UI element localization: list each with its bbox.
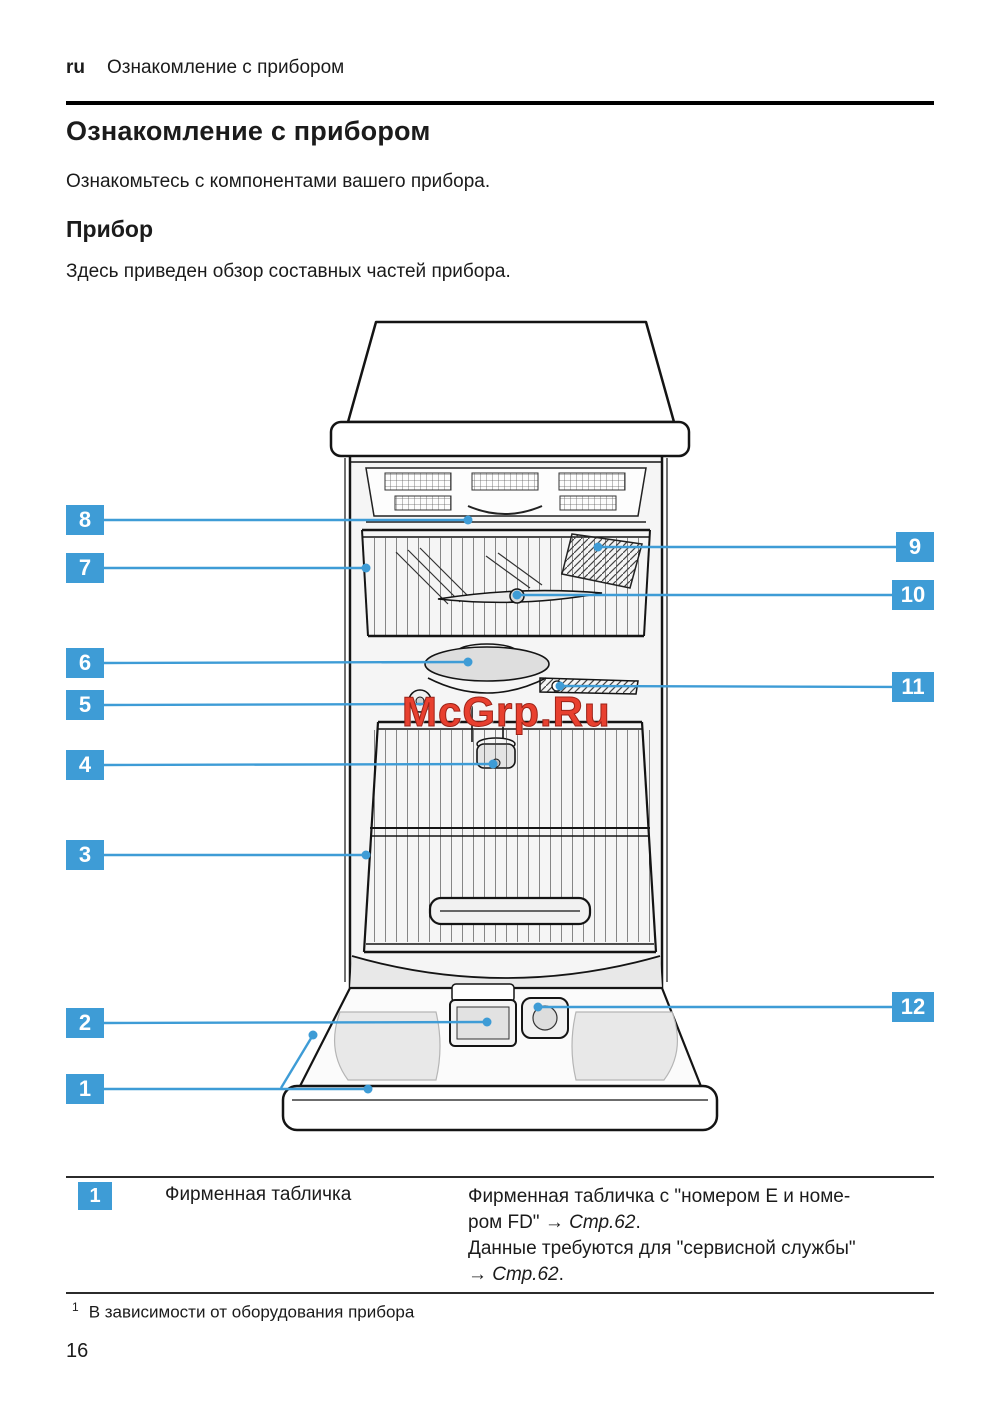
callout-pointer-6 — [103, 657, 473, 667]
rinse-aid-dispenser — [521, 997, 569, 1039]
header-rule — [66, 101, 934, 105]
appliance-diagram — [103, 320, 897, 1132]
legend-desc-line4: → — [468, 1264, 493, 1285]
footnote-text: В зависимости от оборудования прибора — [88, 1302, 415, 1322]
page-number: 16 — [66, 1340, 89, 1362]
language-tag: ru — [66, 57, 85, 78]
section-paragraph: Здесь приведен обзор составных частей пр… — [66, 261, 511, 282]
legend-number-chip: 1 — [78, 1182, 112, 1210]
callout-chip-4: 4 — [66, 750, 104, 780]
callout-chip-3: 3 — [66, 840, 104, 870]
callout-chip-6: 6 — [66, 648, 104, 678]
legend-rule-bottom — [66, 1292, 934, 1294]
callout-chip-8: 8 — [66, 505, 104, 535]
callout-chip-10: 10 — [892, 580, 934, 610]
legend-term: Фирменная табличка — [165, 1184, 352, 1205]
callout-pointer-5 — [103, 699, 433, 709]
callout-pointer-11 — [555, 681, 897, 691]
callout-chip-11: 11 — [892, 672, 934, 702]
tub-floor — [350, 955, 662, 988]
lower-basket — [362, 720, 658, 954]
watermark: McGrp.Ru — [402, 688, 611, 736]
cutlery-drawer — [365, 467, 647, 523]
callout-chip-9: 9 — [896, 532, 934, 562]
callout-chip-1: 1 — [66, 1074, 104, 1104]
running-head-title: Ознакомление с прибором — [107, 57, 345, 78]
legend-desc-line4-end: . — [558, 1264, 564, 1285]
legend-rule-top — [66, 1176, 934, 1178]
callout-chip-12: 12 — [892, 992, 934, 1022]
legend-desc-line2: ром FD" → — [468, 1212, 570, 1233]
legend-desc-line2-end: . — [635, 1212, 641, 1233]
callout-chip-5: 5 — [66, 690, 104, 720]
detergent-dispenser — [449, 983, 517, 1047]
intro-paragraph: Ознакомьтесь с компонентами вашего прибо… — [66, 171, 491, 192]
legend-desc-line1: Фирменная табличка с "номером E и номе- — [468, 1186, 851, 1207]
door-front-edge — [281, 1084, 719, 1132]
worktop — [329, 320, 691, 458]
footnote-marker: 1 — [72, 1300, 79, 1314]
callout-pointer-2 — [103, 1017, 492, 1027]
cabinet-walls — [344, 456, 668, 988]
callout-pointer-4 — [103, 759, 498, 769]
callout-pointer-7 — [104, 563, 371, 573]
callout-chip-7: 7 — [66, 553, 104, 583]
callout-pointer-8 — [104, 515, 473, 525]
callout-pointer-3 — [104, 850, 371, 860]
callout-pointer-9 — [593, 542, 896, 552]
callout-pointer-1 — [104, 1030, 373, 1094]
footnote: 1 В зависимости от оборудования прибора — [72, 1300, 414, 1323]
callout-pointer-12 — [533, 1002, 896, 1012]
running-head: ru Ознакомление с прибором — [66, 57, 344, 79]
page-reference: Стр.62 — [569, 1212, 636, 1233]
callout-chip-2: 2 — [66, 1008, 104, 1038]
callout-pointer-10 — [512, 590, 896, 600]
section-title: Прибор — [66, 216, 154, 242]
page-reference-2: Стр.62 — [492, 1264, 559, 1285]
legend-desc-line3: Данные требуются для "сервисной службы" — [468, 1238, 856, 1259]
legend-description: Фирменная табличка с "номером E и номе- … — [468, 1184, 918, 1288]
page-title: Ознакомление с прибором — [66, 116, 431, 146]
